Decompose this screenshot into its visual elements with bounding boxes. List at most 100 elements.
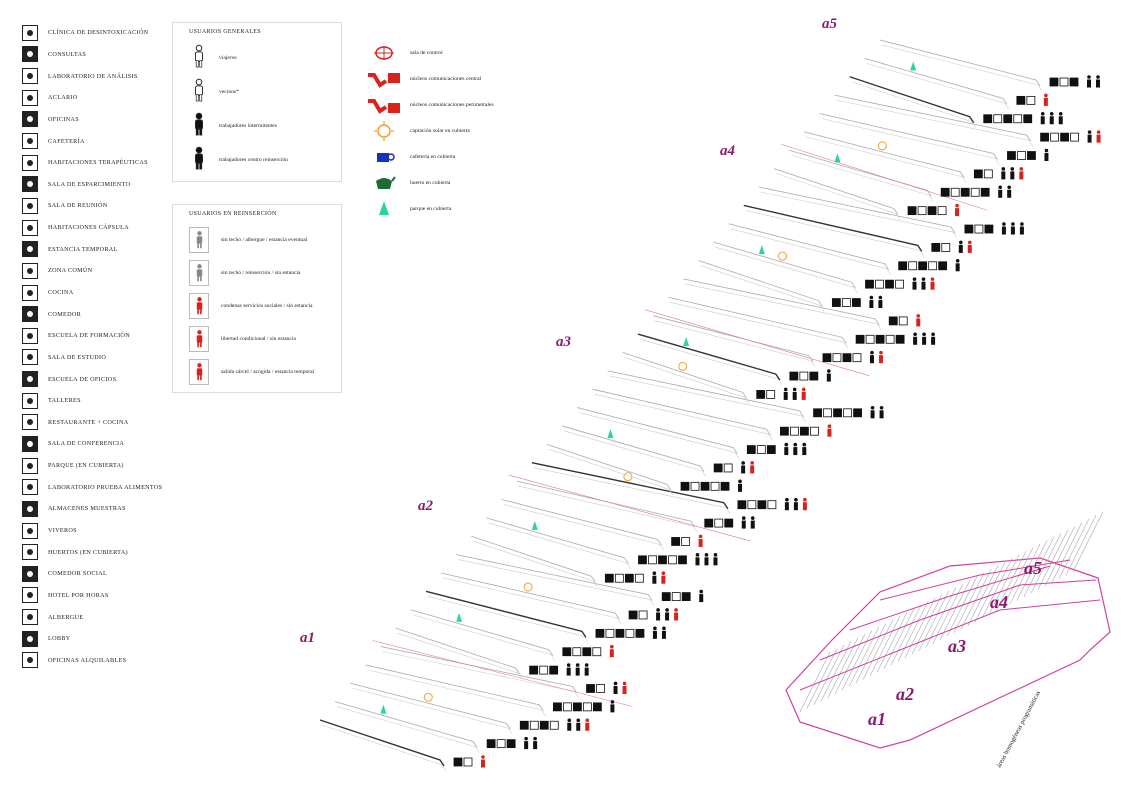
program-legend-item: ALMACENES MUESTRAS — [22, 498, 182, 520]
axo-hatch-line — [1016, 540, 1048, 601]
restaurant-icon — [22, 414, 38, 431]
user-reinsertion-item: sin techo / reinserción / sin estancia — [189, 256, 335, 289]
program-symbol-icon — [723, 463, 733, 473]
info-icon — [22, 24, 38, 41]
building-strip-edge — [624, 357, 749, 404]
program-legend-label: SALA DE REUNIÓN — [48, 202, 108, 210]
person-icon — [1010, 226, 1015, 235]
program-legend-label: OFICINAS — [48, 115, 79, 123]
program-symbol-icon — [1007, 151, 1016, 160]
tree-icon — [910, 61, 917, 71]
program-legend-item: HOTEL POR HORAS — [22, 585, 182, 607]
program-symbol-icon — [983, 114, 993, 124]
axo-hatch-line — [799, 651, 831, 713]
program-legend-item: CAFETERÍA — [22, 130, 182, 152]
program-symbol-icon — [842, 353, 852, 363]
program-symbol-icon — [1040, 132, 1049, 142]
person-icon — [916, 314, 921, 318]
program-symbol-icon — [853, 408, 862, 418]
program-legend-item: LABORATORIO PRUEBA ALIMENTOS — [22, 476, 182, 498]
building-strip — [365, 664, 544, 712]
person-icon — [189, 112, 209, 140]
axo-hatch-line — [967, 565, 999, 626]
zone-label-a1: a1 — [300, 630, 315, 646]
person-icon — [610, 644, 614, 649]
program-symbol-icon — [724, 518, 734, 528]
person-icon — [1007, 185, 1011, 190]
sun-icon — [678, 361, 688, 371]
program-symbol-icon — [1023, 114, 1033, 124]
program-symbol-icon — [463, 757, 473, 767]
person-icon — [955, 203, 959, 208]
person-icon — [613, 681, 618, 686]
program-symbol-icon — [453, 757, 463, 767]
program-legend-label: ESTANCIA TEMPORAL — [48, 245, 118, 253]
program-symbol-icon — [756, 390, 766, 399]
program-symbol-icon — [671, 592, 681, 601]
program-symbol-icon — [1026, 95, 1036, 105]
program-symbol-icon — [553, 702, 562, 712]
building-strip — [531, 462, 729, 510]
axo-hatch-line — [1002, 547, 1034, 608]
person-icon — [1044, 93, 1048, 98]
program-legend-label: HABITACIONES TERAPÉUTICAS — [48, 159, 148, 167]
program-symbol-icon — [747, 500, 757, 510]
person-icon — [698, 538, 703, 547]
person-icon — [750, 461, 754, 465]
program-symbol-icon — [1027, 151, 1036, 160]
tree-icon — [380, 704, 387, 714]
program-symbol-icon — [549, 720, 559, 730]
workshop-icon — [22, 392, 38, 409]
axo-hatch-line — [862, 619, 894, 680]
program-symbol-icon — [592, 647, 602, 657]
program-legend-item: ESCUELA DE OFICIOS — [22, 368, 182, 390]
program-symbol-icon — [799, 371, 809, 381]
person-icon — [1087, 130, 1092, 134]
axo-zone-boundary — [819, 579, 1097, 661]
program-legend-label: LABORATORIO DE ANÁLISIS — [48, 72, 138, 80]
axo-caption: áreas homogéneas programáticas — [996, 689, 1043, 769]
program-symbol-icon — [813, 408, 822, 418]
program-symbol-icon — [1016, 95, 1026, 105]
program-symbol-icon — [917, 206, 927, 216]
person-icon — [613, 685, 618, 694]
building-strip-edge — [397, 632, 522, 680]
person-icon — [879, 406, 884, 410]
program-symbol-icon — [809, 371, 819, 381]
person-icon — [698, 534, 703, 539]
kitchen-icon — [22, 284, 38, 301]
program-legend-item: HUERTOS (EN CUBIERTA) — [22, 541, 182, 563]
program-symbol-icon — [604, 573, 614, 583]
person-icon — [931, 332, 935, 337]
building-strip-edge — [564, 430, 707, 478]
person-icon — [998, 189, 1003, 198]
program-legend-label: ESCUELA DE FORMACIÓN — [48, 332, 130, 340]
building-strip — [319, 719, 445, 767]
person-icon — [610, 700, 615, 704]
program-legend-item: SALA DE ESPARCIMIENTO — [22, 173, 182, 195]
program-symbol-icon — [605, 628, 615, 638]
building-strip — [758, 186, 956, 234]
person-icon — [1096, 79, 1100, 88]
person-icon — [189, 146, 209, 174]
tree-icon — [607, 428, 614, 438]
person-icon — [1040, 111, 1045, 116]
program-legend-item: ESTANCIA TEMPORAL — [22, 238, 182, 260]
user-reinsertion-item: salida cárcel / acogida / estancia tempo… — [189, 355, 335, 388]
building-strip — [683, 278, 880, 326]
program-legend-item: ACLARIO — [22, 87, 182, 109]
program-symbol-icon — [1049, 77, 1059, 87]
person-icon — [750, 516, 755, 520]
program-legend-label: OFICINAS ALQUILABLES — [48, 656, 127, 664]
person-icon — [533, 736, 537, 741]
program-symbol-icon — [681, 537, 691, 546]
building-strip-edge — [866, 63, 1010, 110]
axo-hatch-line — [890, 605, 922, 666]
building-strip-edge — [654, 320, 816, 367]
program-symbol-icon — [671, 537, 681, 546]
flask-icon — [22, 68, 38, 85]
building-strip-edge — [473, 540, 598, 588]
person-icon — [665, 612, 670, 621]
program-legend-item: SALA DE CONFERENCIA — [22, 433, 182, 455]
element-legend-item: parque en cubierta — [366, 196, 566, 222]
